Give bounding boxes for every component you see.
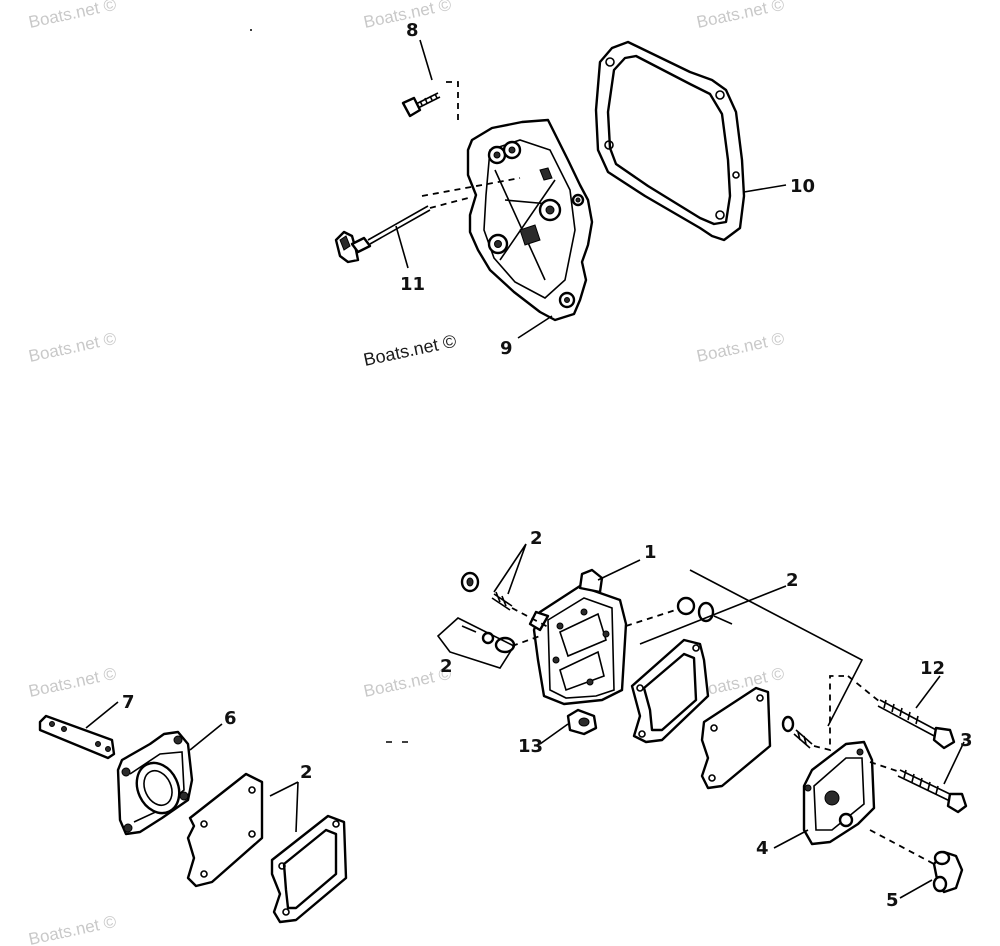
leader-9 (517, 315, 553, 339)
leader-2-lower-left (269, 781, 299, 833)
callout-10: 10 (790, 176, 815, 197)
part-2-valve-parts-right (625, 596, 733, 627)
leader-11 (395, 225, 409, 269)
leader-13 (539, 723, 569, 745)
part-6-flange (116, 730, 194, 836)
callout-9: 9 (500, 338, 513, 359)
part-13-fitting (566, 708, 598, 736)
part-12-screw (847, 675, 956, 750)
part-7-strip (38, 714, 116, 760)
watermark-mid-center: Boats.net © (362, 331, 458, 370)
callout-3: 3 (960, 730, 973, 751)
part-2-gasket-lower-left-a (186, 772, 264, 888)
part-11-sensor (334, 197, 469, 264)
part-5-elbow-fitting (869, 829, 964, 894)
watermark-low-left: Boats.net © (27, 664, 119, 701)
part-2-gasket-middle-a (630, 638, 710, 744)
watermark-mid-right: Boats.net © (695, 329, 787, 366)
callout-13: 13 (518, 736, 543, 757)
callout-2-top: 2 (530, 528, 543, 549)
leader-1 (597, 559, 641, 581)
part-10-gasket (594, 40, 746, 242)
watermark-mid-left: Boats.net © (27, 329, 119, 366)
callout-2-lower-left: 2 (300, 762, 313, 783)
part-2-small-parts-upper (460, 571, 551, 629)
leader-12 (915, 675, 941, 709)
leader-3 (943, 741, 965, 785)
leader-2-bracket-left (436, 617, 516, 669)
leader-7 (85, 701, 119, 729)
part-2-small-parts-lower (461, 625, 541, 654)
callout-6: 6 (224, 708, 237, 729)
part-1-pump-body (528, 568, 628, 706)
watermark-bottom-left: Boats.net © (27, 912, 119, 946)
part-4-cover (802, 740, 876, 846)
leader-8 (419, 39, 433, 81)
watermark-top-right: Boats.net © (695, 0, 787, 32)
leader-6 (189, 723, 223, 751)
part-2-gasket-middle-b (700, 686, 772, 790)
callout-4: 4 (756, 838, 769, 859)
leader-2-bracket-right (639, 569, 864, 727)
part-2-gasket-lower-left-b (270, 814, 348, 924)
callout-7: 7 (122, 692, 135, 713)
leader-4 (773, 829, 809, 849)
part-8-screw (401, 81, 459, 120)
callout-8: 8 (406, 20, 419, 41)
stray-dot (250, 29, 252, 31)
callout-11: 11 (400, 274, 425, 295)
leader-5 (899, 879, 933, 899)
leader-10 (743, 184, 787, 193)
callout-12: 12 (920, 658, 945, 679)
part-3-screw (869, 761, 968, 814)
callout-2-bracket: 2 (786, 570, 799, 591)
leader-2-upper (493, 543, 527, 595)
watermark-top-left: Boats.net © (27, 0, 119, 32)
callout-2-left: 2 (440, 656, 453, 677)
callout-5: 5 (886, 890, 899, 911)
part-9-cover-plate (421, 118, 594, 322)
callout-1: 1 (644, 542, 657, 563)
part-2-spring-cover-side (781, 675, 844, 752)
callout-layer: 8 10 11 9 2 1 2 2 12 7 6 13 3 2 4 5 (122, 20, 973, 911)
